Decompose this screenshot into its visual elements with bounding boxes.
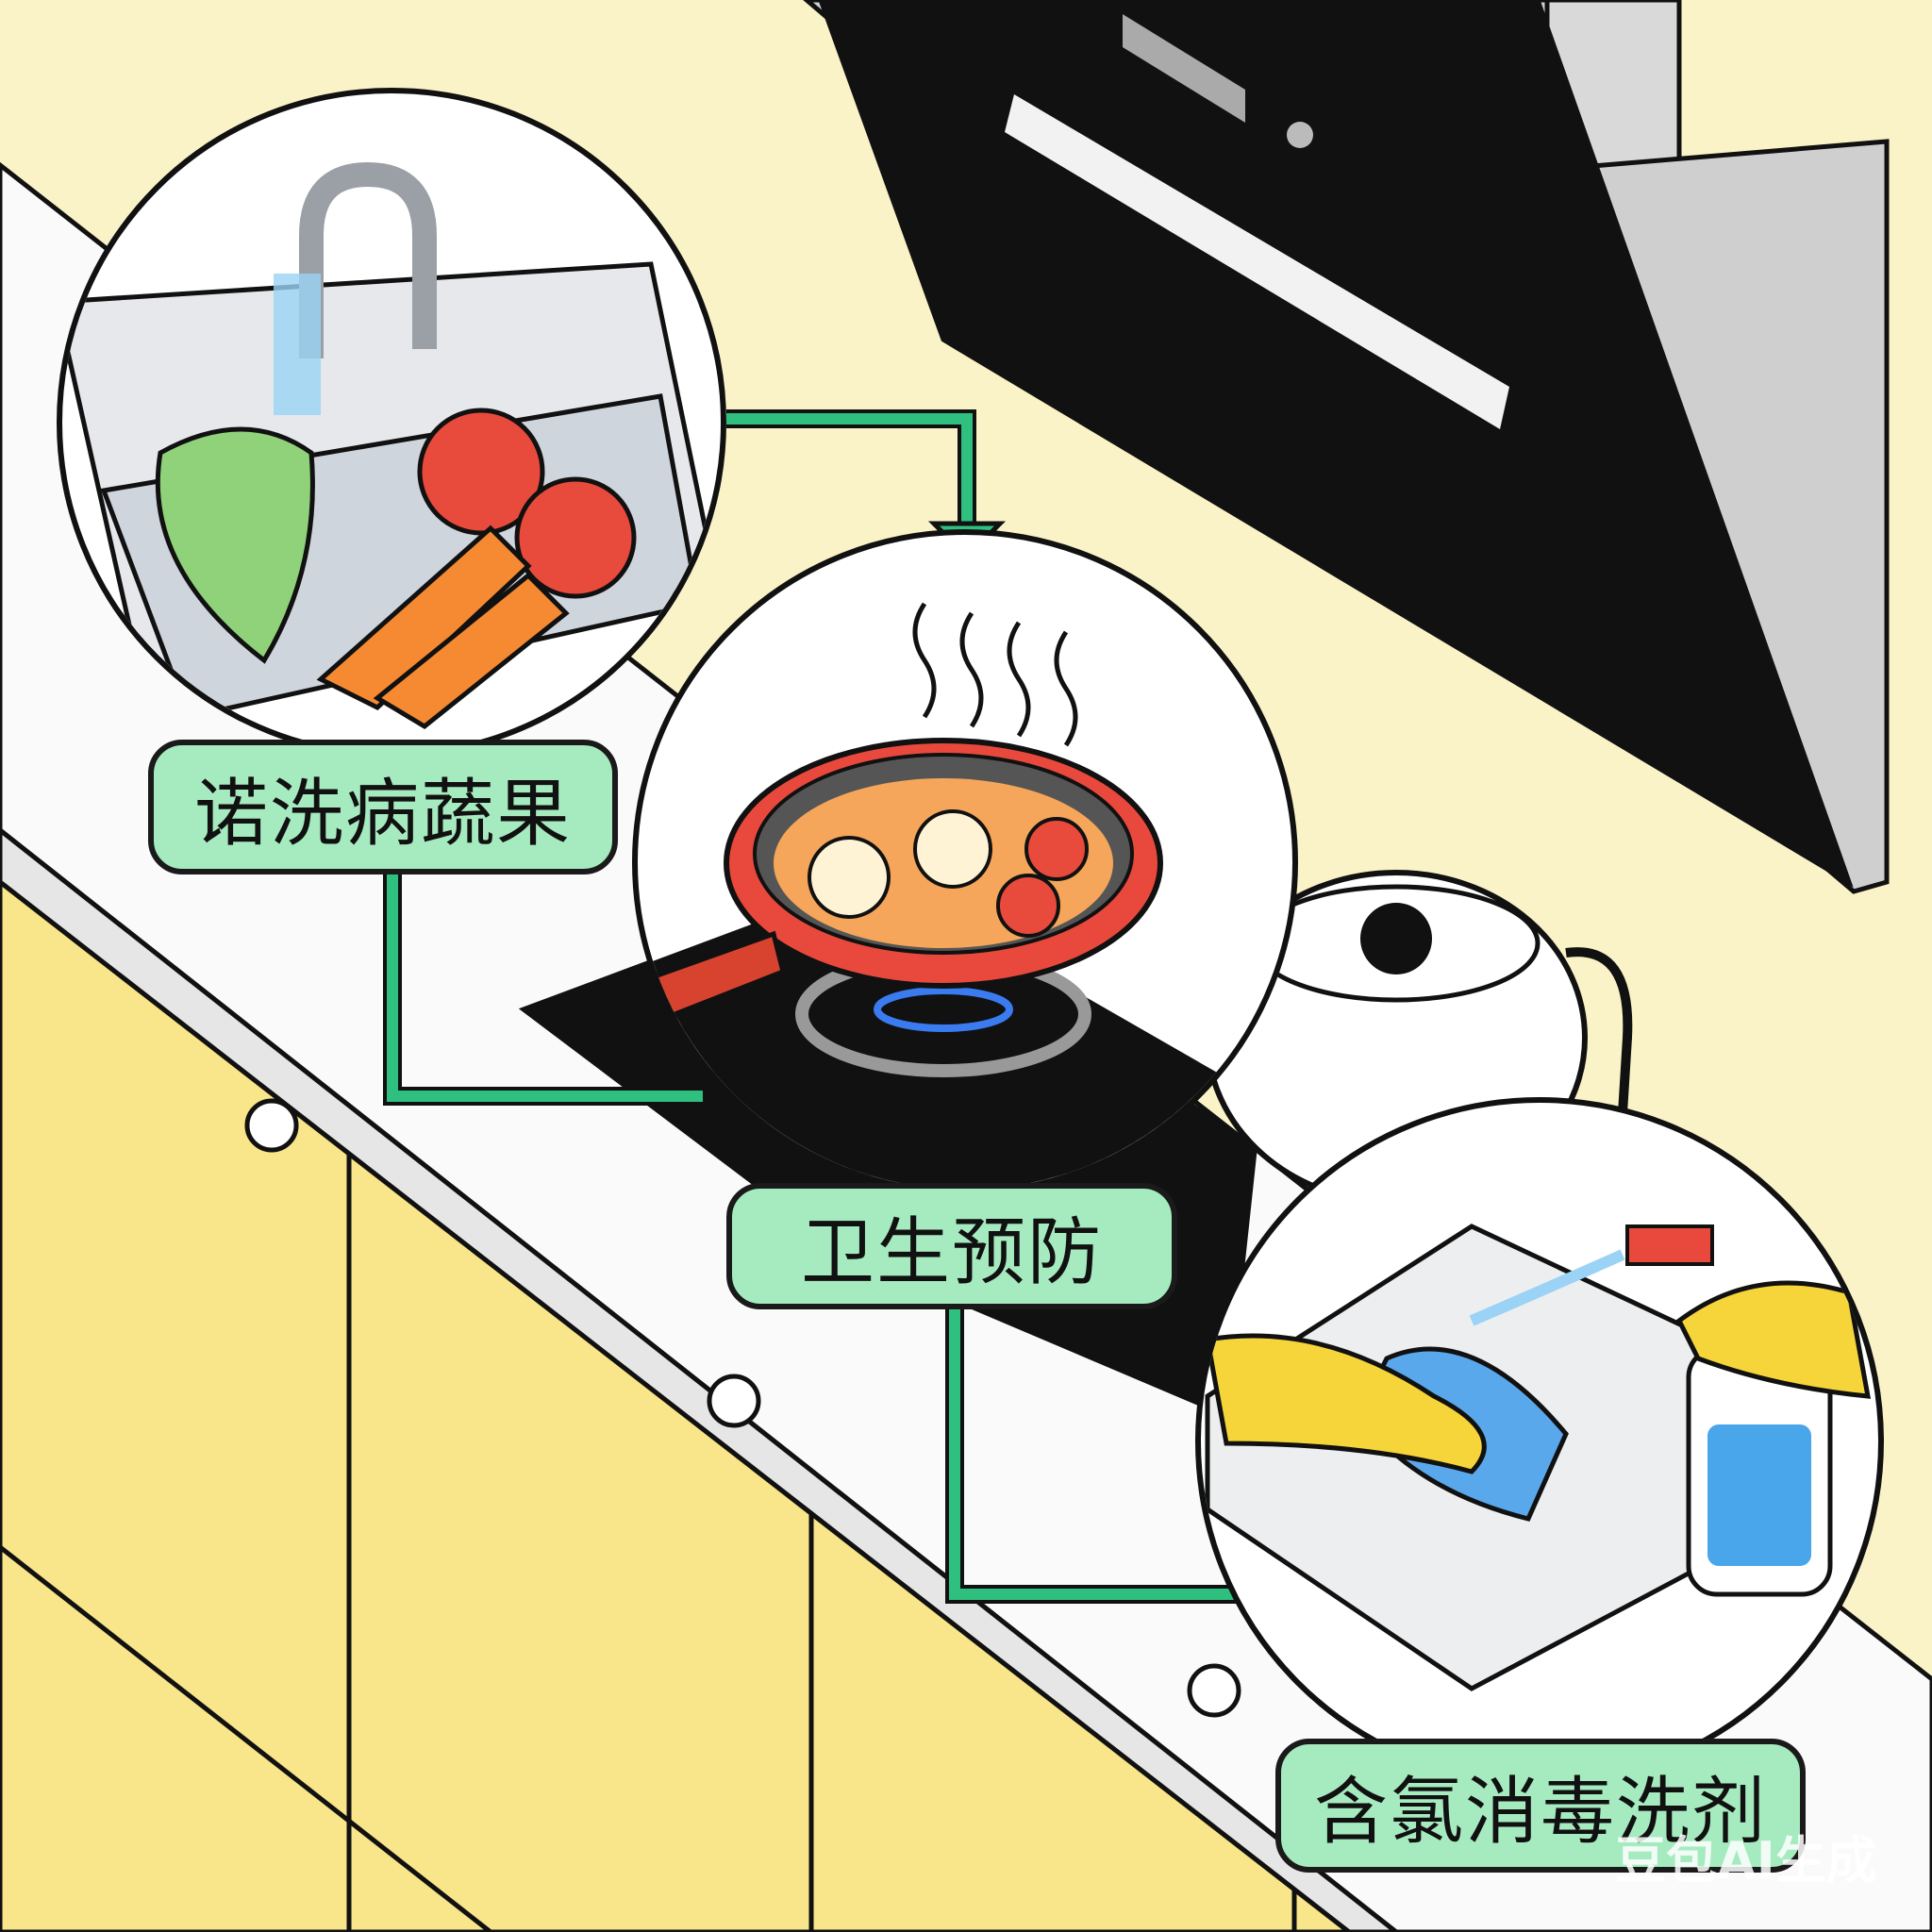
label-wash-vegetables: 诺洗病蔬果 bbox=[148, 740, 618, 874]
flame bbox=[874, 987, 1013, 1032]
label-hygiene-text: 卫生预防 bbox=[800, 1210, 1103, 1295]
label-disinfect-text: 含氯消毒洗剂 bbox=[1313, 1770, 1767, 1855]
cabinets bbox=[0, 878, 1354, 1932]
counter-edge bbox=[0, 826, 1401, 1932]
connector-hygiene-to-disinfect bbox=[949, 1307, 1241, 1600]
carrot bbox=[373, 572, 570, 730]
carrot bbox=[316, 525, 532, 711]
label-chlorine-disinfectant: 含氯消毒洗剂 bbox=[1275, 1739, 1806, 1873]
label-wash-text: 诺洗病蔬果 bbox=[193, 771, 572, 857]
range-hood bbox=[803, 0, 1890, 894]
disinfect-vignette bbox=[1195, 1097, 1884, 1786]
glove-hand bbox=[1205, 1333, 1487, 1474]
hood-display bbox=[1123, 14, 1245, 123]
tomato bbox=[514, 476, 637, 599]
tomato bbox=[417, 408, 545, 536]
steam-icon bbox=[912, 602, 1078, 747]
wash-vegetables-vignette bbox=[57, 88, 726, 758]
spray-mist bbox=[1469, 1249, 1625, 1326]
hood-light-strip bbox=[1005, 94, 1509, 429]
faucet bbox=[299, 161, 437, 358]
cabinet-knob bbox=[707, 1374, 761, 1428]
glove-hand bbox=[1675, 1280, 1872, 1399]
cooking-vignette bbox=[632, 529, 1298, 1195]
water-stream bbox=[274, 274, 321, 415]
connector-wash-to-hygiene bbox=[387, 873, 703, 1102]
hood-button bbox=[1287, 122, 1313, 148]
lettuce bbox=[155, 426, 315, 664]
label-hygiene-prevention: 卫生预防 bbox=[726, 1183, 1177, 1309]
watermark: 豆包AI生成 bbox=[1615, 1831, 1877, 1890]
cabinet-knob bbox=[1187, 1663, 1241, 1718]
cabinet-knob bbox=[244, 1098, 299, 1153]
connector-wash-to-cook bbox=[726, 413, 973, 528]
